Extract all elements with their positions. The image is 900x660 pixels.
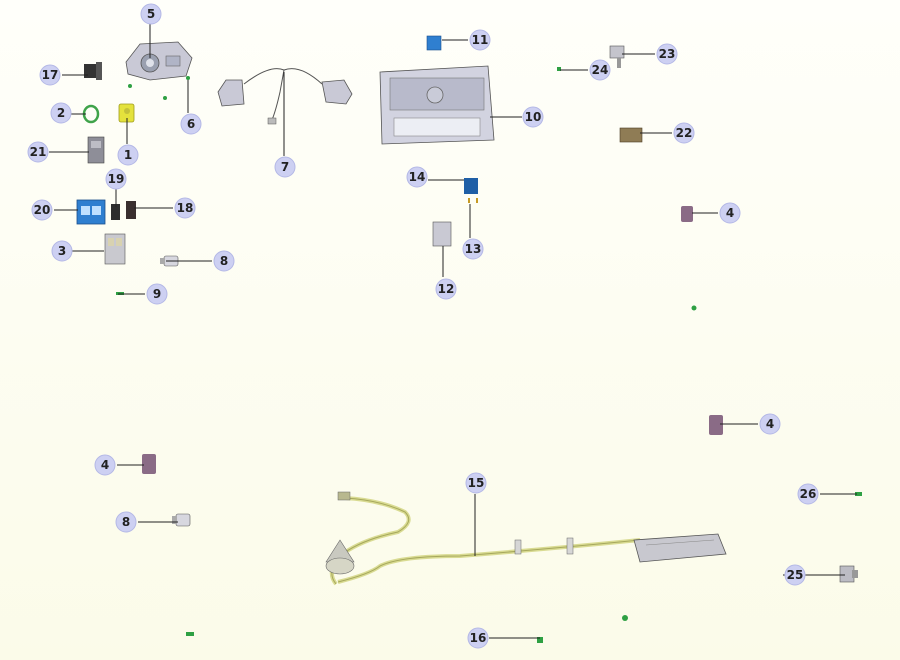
callout-15: 15: [465, 472, 487, 494]
leader-lines: [49, 24, 857, 639]
part-10-radio-bezel: [379, 65, 495, 145]
svg-text:6: 6: [187, 117, 195, 131]
svg-text:24: 24: [592, 63, 609, 77]
part-23-bracket: [609, 45, 625, 68]
part-8-socket-bottom: [172, 513, 191, 527]
clip: [622, 615, 628, 621]
svg-text:12: 12: [438, 282, 455, 296]
callout-14: 14: [406, 166, 428, 188]
part-26-screw: [855, 492, 862, 496]
part-22: [619, 127, 643, 143]
callout-17: 17: [39, 64, 61, 86]
part-11: [426, 35, 442, 51]
svg-text:23: 23: [659, 47, 676, 61]
callout-11: 11: [469, 29, 491, 51]
part-4-c: [142, 454, 156, 474]
svg-text:10: 10: [525, 110, 542, 124]
svg-text:20: 20: [34, 203, 51, 217]
svg-text:15: 15: [468, 476, 485, 490]
part-17: [84, 62, 102, 80]
svg-text:1: 1: [124, 148, 132, 162]
svg-text:4: 4: [726, 206, 734, 220]
callout-20: 20: [31, 199, 53, 221]
svg-text:13: 13: [465, 242, 482, 256]
screw: [186, 632, 194, 636]
callout-6: 6: [180, 113, 202, 135]
svg-text:4: 4: [101, 458, 109, 472]
callout-22: 22: [673, 122, 695, 144]
callout-8-a: 8: [213, 250, 235, 272]
part-24-clip: [557, 67, 561, 71]
svg-text:22: 22: [676, 126, 693, 140]
callout-24: 24: [589, 59, 611, 81]
callout-9: 9: [146, 283, 168, 305]
svg-text:21: 21: [30, 145, 47, 159]
svg-text:26: 26: [800, 487, 817, 501]
svg-text:11: 11: [472, 33, 489, 47]
part-2-ring: [82, 104, 100, 124]
svg-text:8: 8: [122, 515, 130, 529]
callout-21: 21: [27, 141, 49, 163]
part-21-switch: [87, 136, 105, 164]
callout-25: 25: [784, 564, 806, 586]
callout-5: 5: [140, 3, 162, 25]
callout-4-b: 4: [759, 413, 781, 435]
svg-text:5: 5: [147, 7, 155, 21]
part-7-wheel-switches: [217, 68, 353, 125]
part-12-block: [432, 221, 452, 247]
part-16-clip: [537, 637, 543, 643]
svg-text:2: 2: [57, 106, 65, 120]
callout-13: 13: [462, 238, 484, 260]
part-4-b: [709, 415, 723, 435]
svg-text:7: 7: [281, 160, 289, 174]
part-14: [464, 178, 478, 194]
clip: [128, 84, 132, 88]
part-1-knob: [118, 103, 135, 123]
callout-12: 12: [435, 278, 457, 300]
callout-3: 3: [51, 240, 73, 262]
part-19-switch: [111, 204, 120, 220]
callout-10: 10: [522, 106, 544, 128]
part-headlamp-switch: [125, 41, 193, 81]
part-20-panel: [76, 199, 106, 225]
part-18-switch: [126, 201, 136, 219]
part-15-harness: [325, 491, 727, 586]
callout-18: 18: [174, 197, 196, 219]
callout-4-a: 4: [719, 202, 741, 224]
part-3-block: [104, 233, 126, 265]
clip: [691, 305, 697, 311]
callout-23: 23: [656, 43, 678, 65]
callout-2: 2: [50, 102, 72, 124]
svg-text:14: 14: [409, 170, 426, 184]
callout-26: 26: [797, 483, 819, 505]
part-13-pins: [468, 198, 478, 203]
callout-1: 1: [117, 144, 139, 166]
callout-16: 16: [467, 627, 489, 649]
part-25: [839, 565, 858, 583]
callout-19: 19: [105, 168, 127, 190]
part-4-a: [681, 206, 693, 222]
svg-text:17: 17: [42, 68, 59, 82]
part-6-clip: [186, 76, 190, 80]
svg-text:4: 4: [766, 417, 774, 431]
callout-4-c: 4: [94, 454, 116, 476]
svg-text:18: 18: [177, 201, 194, 215]
clip: [163, 96, 167, 100]
svg-text:8: 8: [220, 254, 228, 268]
callout-7: 7: [274, 156, 296, 178]
svg-text:16: 16: [470, 631, 487, 645]
svg-text:25: 25: [787, 568, 804, 582]
svg-text:3: 3: [58, 244, 66, 258]
svg-text:9: 9: [153, 287, 161, 301]
svg-text:19: 19: [108, 172, 125, 186]
callout-8-b: 8: [115, 511, 137, 533]
